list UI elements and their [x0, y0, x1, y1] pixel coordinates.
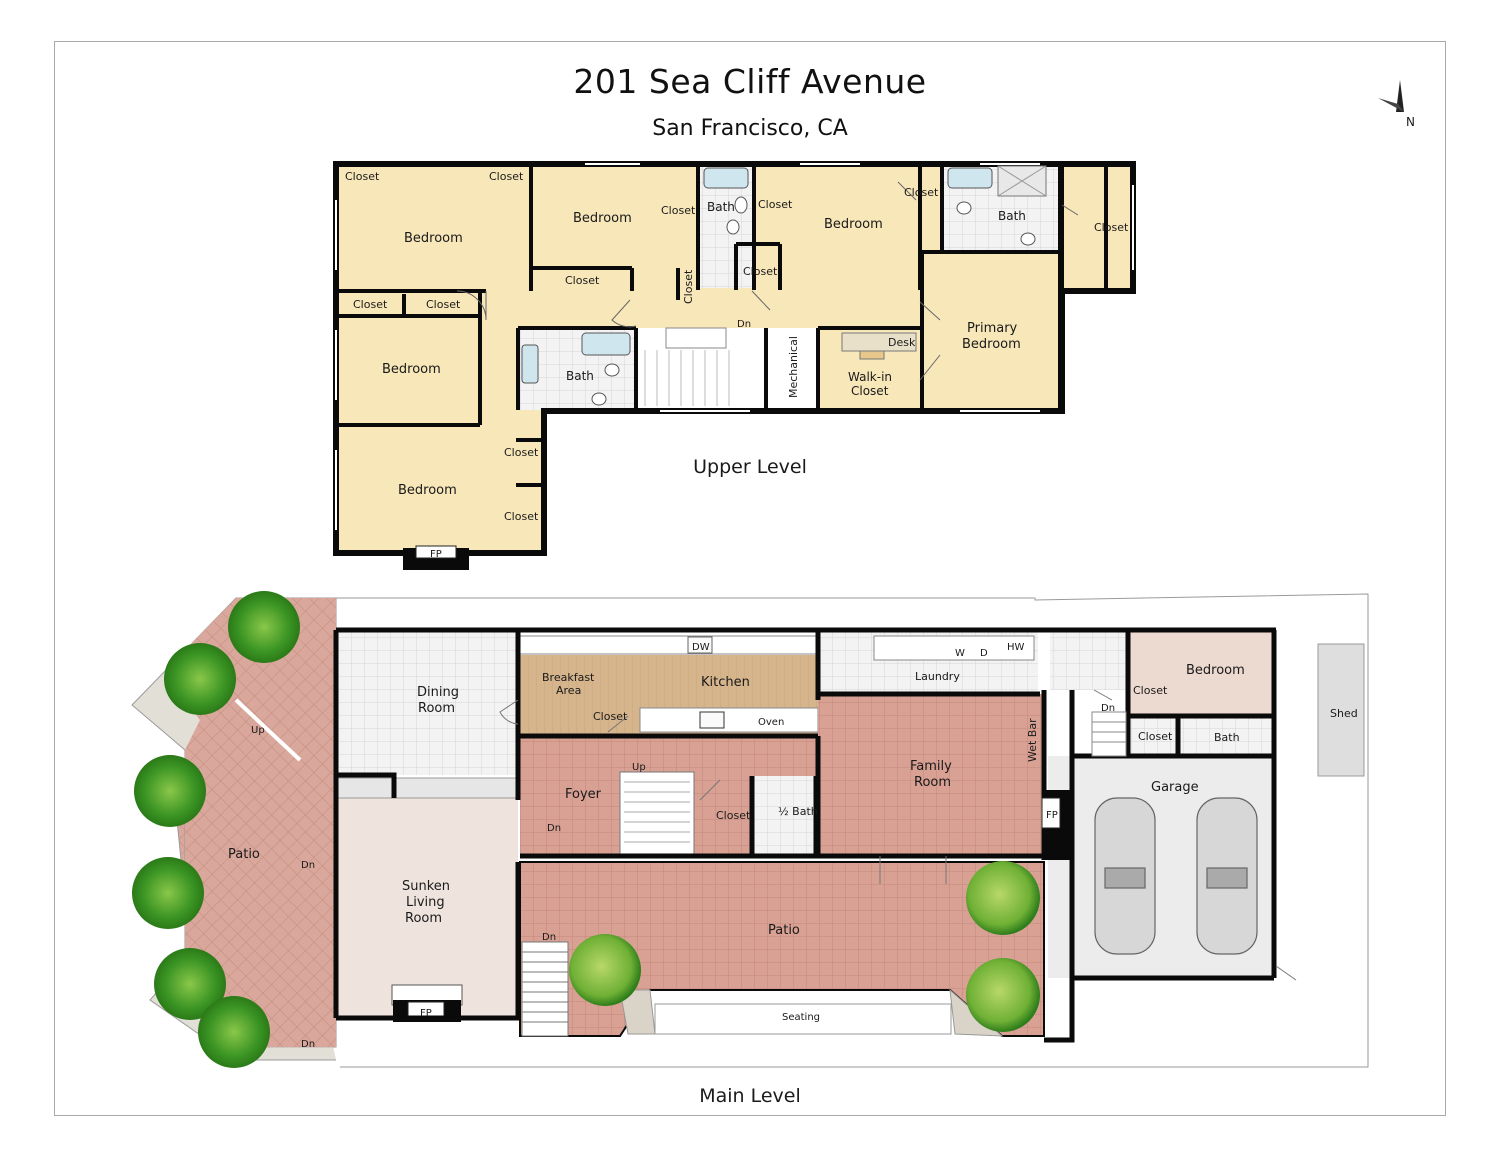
- upper-level-labels: Bedroom Bedroom Bedroom Bedroom Bedroom …: [345, 170, 1129, 560]
- room-label: Bedroom: [404, 231, 463, 246]
- room-label: Patio: [768, 923, 800, 938]
- closet-label: Closet: [1138, 730, 1173, 743]
- stair-label: Dn: [547, 823, 561, 834]
- room-label: Primary: [967, 321, 1018, 336]
- room-label: Laundry: [915, 670, 960, 683]
- closet-label: Closet: [353, 298, 388, 311]
- main-level-plan: [131, 591, 1369, 1068]
- property-subtitle: San Francisco, CA: [652, 116, 848, 141]
- appliance-label: DW: [692, 642, 710, 653]
- closet-label: Closet: [904, 186, 939, 199]
- fireplace-label: FP: [1046, 810, 1058, 821]
- room-label: Seating: [782, 1012, 820, 1023]
- room-label: Bedroom: [1186, 663, 1245, 678]
- appliance-label: W: [955, 648, 965, 659]
- stair-label: Up: [251, 725, 265, 736]
- room-label: Bath: [707, 200, 735, 214]
- closet-label: Closet: [504, 510, 539, 523]
- room-label: Living: [406, 895, 445, 910]
- closet-label: Closet: [758, 198, 793, 211]
- fireplace-label: FP: [420, 1008, 432, 1019]
- room-label: Family: [910, 759, 952, 774]
- appliance-label: HW: [1007, 642, 1025, 653]
- stair-label: Dn: [737, 319, 751, 330]
- room-label: Garage: [1151, 780, 1199, 795]
- room-label: Area: [556, 684, 581, 697]
- closet-label: Closet: [504, 446, 539, 459]
- stair-label: Dn: [542, 932, 556, 943]
- room-label: Wet Bar: [1026, 718, 1039, 762]
- upper-level-label: Upper Level: [693, 456, 807, 478]
- main-level-label: Main Level: [699, 1085, 801, 1107]
- stair-label: Up: [632, 762, 646, 773]
- room-label: Room: [405, 911, 442, 926]
- room-label: Bedroom: [962, 337, 1021, 352]
- fireplace-label: FP: [430, 549, 442, 560]
- room-label: Bath: [1214, 731, 1240, 744]
- closet-label: Closet: [426, 298, 461, 311]
- room-label: Bath: [998, 209, 1026, 223]
- room-label: Bedroom: [824, 217, 883, 232]
- room-label: Room: [418, 701, 455, 716]
- room-label: Breakfast: [542, 671, 595, 684]
- room-label: Mechanical: [787, 336, 800, 398]
- closet-label: Closet: [345, 170, 380, 183]
- floor-plan-frame: [54, 41, 1446, 1116]
- room-label: Walk-in: [848, 370, 892, 384]
- room-label: Sunken: [402, 879, 450, 894]
- appliance-label: D: [980, 648, 988, 659]
- stair-label: Dn: [1101, 703, 1115, 714]
- closet-label: Closet: [661, 204, 696, 217]
- stair-label: Dn: [301, 1039, 315, 1050]
- main-level-labels: Dining Room Breakfast Area Kitchen Close…: [228, 642, 1358, 1050]
- room-label: Room: [914, 775, 951, 790]
- upper-level-plan: [333, 161, 1136, 570]
- tree-icon: [132, 591, 1040, 1068]
- closet-label: Closet: [1133, 684, 1168, 697]
- closet-label: Closet: [565, 274, 600, 287]
- stair-label: Dn: [301, 860, 315, 871]
- closet-label: Closet: [716, 809, 751, 822]
- room-label: Bedroom: [573, 211, 632, 226]
- room-label: Desk: [888, 336, 916, 349]
- room-label: Bedroom: [382, 362, 441, 377]
- closet-label: Closet: [743, 265, 778, 278]
- property-title: 201 Sea Cliff Avenue: [573, 62, 927, 101]
- closet-label: Closet: [593, 710, 628, 723]
- appliance-label: Oven: [758, 717, 784, 728]
- room-label: Bedroom: [398, 483, 457, 498]
- room-label: Foyer: [565, 787, 602, 802]
- room-label: Closet: [851, 384, 889, 398]
- room-label: Shed: [1330, 707, 1358, 720]
- compass-icon: N: [1378, 80, 1415, 129]
- room-label: Kitchen: [701, 675, 750, 690]
- closet-label: Closet: [682, 269, 695, 304]
- closet-label: Closet: [489, 170, 524, 183]
- room-label: ½ Bath: [778, 805, 818, 818]
- room-label: Dining: [417, 685, 459, 700]
- closet-label: Closet: [1094, 221, 1129, 234]
- compass-n-label: N: [1406, 115, 1415, 129]
- room-label: Bath: [566, 369, 594, 383]
- room-label: Patio: [228, 847, 260, 862]
